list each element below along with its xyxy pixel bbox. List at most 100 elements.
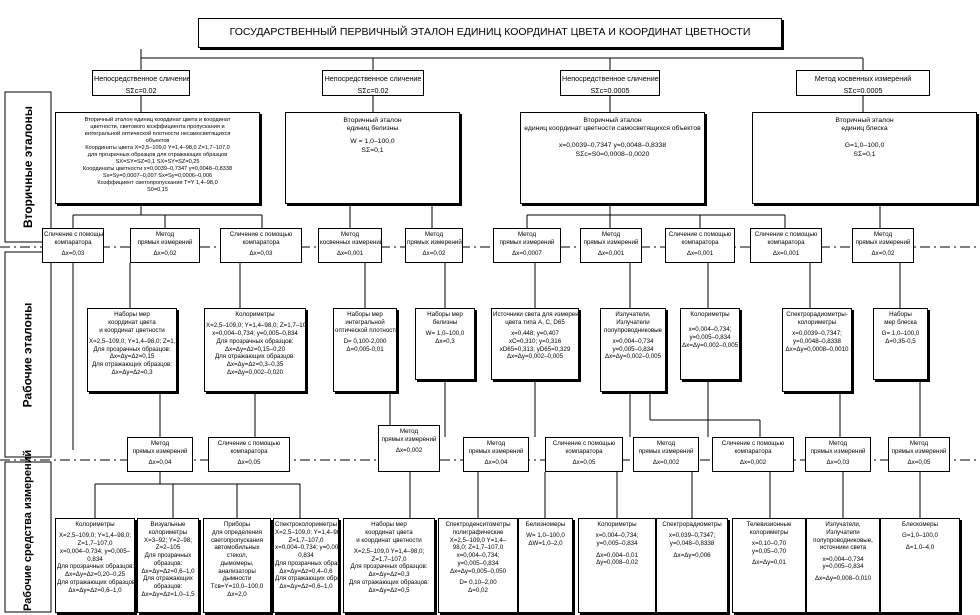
instrument-line: x=0,039–0,7347;	[668, 532, 716, 540]
instrument-line: Δx=Δy=0,01	[752, 559, 786, 567]
working-standard-line: Колориметры	[235, 311, 275, 318]
method-low-line: Δx=0,05	[572, 458, 596, 466]
instrument-line: y=0,05–0,70	[751, 547, 787, 555]
working-standard-line: Наборы мер	[114, 311, 150, 318]
method-low-line: прямых измерений	[468, 447, 524, 455]
instrument-line: Z=1,7–107,0	[288, 536, 324, 544]
method-mid-line: Метод	[517, 231, 537, 238]
method-mid-line: прямых измерений	[137, 238, 193, 246]
method-top-line: SΣc=0.02	[357, 86, 389, 95]
working-standard-line: x=0,004–0,734; y=0,005–0,834	[212, 330, 298, 338]
working-standard-line: Δx=Δy=Δz=0,3–0,35	[226, 361, 284, 369]
method-mid-line: компаратора	[767, 238, 805, 246]
method-top-line: SΣc=0.0005	[590, 86, 630, 95]
method-mid-line: компаратора	[242, 238, 280, 246]
secondary-standard-line: SΣ=0,1	[853, 150, 876, 158]
instrument-line: Спектроденситометры	[445, 521, 511, 528]
instrument-line: Колориметры	[597, 521, 637, 528]
method-low-line: Δx=0,002	[395, 446, 423, 454]
method-low-line: компаратора	[230, 447, 268, 455]
instrument-line: для определения	[212, 528, 262, 536]
working-standard-line: Δx=Δy=0,002–0,005	[506, 353, 564, 361]
secondary-standard-line: Вторичный эталон	[583, 117, 642, 124]
working-standard-line: y=0,005–0,834	[612, 345, 654, 353]
instrument-line: X=3–92; Y=2–98;	[143, 536, 193, 544]
method-low-line: Метод	[909, 440, 929, 447]
instrument-8: Колориметры x=0,004–0,734;y=0,005–0,834 …	[578, 518, 656, 613]
method-mid-line: Метод	[873, 231, 893, 238]
secondary-standard-line: единиц блеска	[841, 125, 888, 133]
instrument-line: 0,834	[87, 555, 103, 563]
instrument-line: образцов:	[153, 583, 183, 590]
method-mid-line: Δx=0,0007	[512, 249, 542, 257]
working-standard-line: мер блеска	[884, 318, 917, 326]
method-top-line: Метод косвенных измерений	[814, 74, 912, 83]
working-standard-line: W= 1,0–100,0	[425, 330, 465, 338]
instrument-line: 0,834	[298, 552, 314, 559]
instrument-line: Δx=Δy=Δz=0,4–0,6	[279, 567, 333, 575]
instrument-line: Δx=Δy=0,005–0,050	[449, 567, 507, 575]
working-standard-line: Δx=0,3	[435, 337, 455, 345]
method-low-line: Δx=0,03	[826, 458, 850, 466]
method-mid-line: Метод	[155, 231, 175, 238]
method-low-line: Сличение с помощью	[552, 440, 616, 447]
method-top-line: Непосредственное сличение	[562, 74, 659, 83]
section-frame-working	[4, 251, 52, 458]
working-standard-line: Δ=0,005-0,01	[346, 345, 384, 353]
instrument-line: Δx=Δy=Δz=0,20–0,25	[64, 571, 126, 579]
method-mid-line: Сличение с помощью	[229, 231, 293, 238]
instrument-line: координат цвета	[365, 528, 413, 536]
secondary-standard-line: Вторичный эталон	[343, 117, 402, 124]
instrument-line: Δy=0,008–0,02	[596, 559, 638, 567]
instrument-line: Δ=0,02	[468, 586, 488, 594]
working-standard-line: Излучатели	[616, 318, 650, 326]
working-standard-line: Δx=Δy=0,002–0,005	[604, 353, 662, 361]
instrument-line: Для прозрачных	[144, 552, 192, 559]
method-mid-line: Метод	[424, 231, 444, 238]
method-low-line: компаратора	[565, 447, 603, 455]
instrument-line: x=0,10–0,70	[751, 540, 787, 548]
secondary-standard-line: для прозрачных образцов для отражающих о…	[87, 151, 228, 158]
method-low-line: Сличение с помощью	[721, 440, 785, 447]
method-top-line: SΣc=0.0005	[843, 86, 883, 95]
section-frame-secondary	[4, 91, 52, 243]
instrument-12: Блескомеры G=1,0–100,0 Δ=1,0–4,0	[880, 518, 960, 613]
instrument-line: Δx=Δy=0,008–0,010	[814, 574, 872, 582]
method-low-line: Δx=0,04	[484, 458, 508, 466]
method-low-line: Метод	[150, 440, 170, 447]
instrument-line: Δ=1,0–4,0	[905, 543, 935, 551]
instrument-line: Δx=2,0	[227, 590, 247, 598]
method-top-line: Непосредственное сличение	[324, 74, 422, 83]
instrument-line: Для отражающих образцов:	[57, 578, 135, 586]
instrument-line: Спектрорадиометры	[662, 521, 722, 528]
method-low-line: Метод	[486, 440, 506, 447]
instrument-line: X=2,5–109,0 Y=1,4–98,0;	[353, 547, 425, 555]
working-standard-line: Δx=Δy=0,002–0,020	[226, 368, 284, 376]
working-standard-line: X=2,5–109,0; Y=1,4–98,0; Z=1,7–107,0	[206, 322, 306, 330]
secondary-standard-line: Коэффициент светопропускания T=Y 1,4–98,…	[97, 179, 218, 186]
method-low-line: Δx=0,04	[148, 458, 172, 466]
instrument-line: Δx=Δy=0,006	[673, 551, 711, 559]
instrument-line: Tсв=Y=10,0–100,0	[210, 583, 264, 590]
working-standard-line: xD65=0,313; yD65=0,329	[499, 345, 571, 353]
working-standard-line: y=0,005–0,834	[689, 333, 731, 341]
working-standard-line: Δx=Δy=0,0008–0,0010	[785, 345, 849, 353]
working-standard-line: оптической плотности	[335, 326, 397, 334]
instrument-line: X=2,5–109,0; Y=1,4–98,0;	[58, 532, 132, 540]
method-low-line: Метод	[828, 440, 848, 447]
instrument-line: y=0,005–0,834	[822, 563, 864, 571]
secondary-standard-line: SX=SY=SZ=0,1 SX=SY=SZ=0,25	[115, 158, 200, 165]
method-low-line: прямых измерений	[638, 447, 694, 455]
